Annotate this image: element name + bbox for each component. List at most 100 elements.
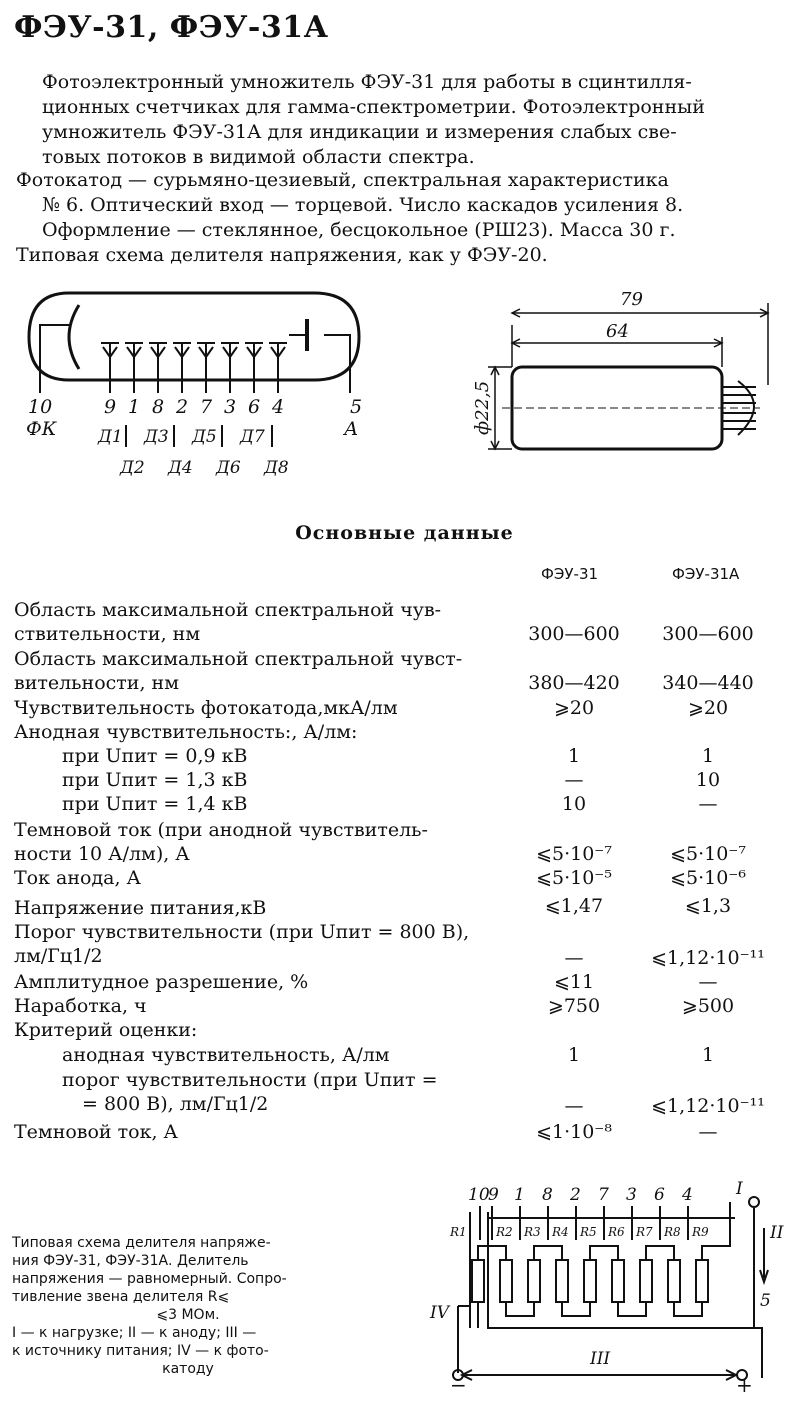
data-row-label: Ток анода, А bbox=[14, 867, 141, 889]
value-feu31a: ⩽1,12·10⁻¹¹ bbox=[651, 1095, 765, 1117]
value-feu31: — bbox=[564, 1095, 584, 1117]
voltage-divider-schematic: 10 9 1 8 2 7 3 6 4 I II 5 III IV − + R1 … bbox=[429, 1179, 784, 1393]
value-feu31a: 1 bbox=[701, 745, 715, 767]
pin-label: 9 bbox=[104, 396, 116, 418]
data-row-label: Область максимальной спектральной чув-ст… bbox=[14, 599, 442, 645]
dynode-label: Д4 bbox=[167, 458, 193, 478]
value-feu31: ⩽1·10⁻⁸ bbox=[536, 1121, 612, 1143]
column-header: ФЭУ-31 bbox=[541, 565, 599, 583]
dynode-label: Д8 bbox=[263, 458, 289, 478]
divider-pin-label: 8 bbox=[542, 1185, 553, 1205]
overall-length-label: 79 bbox=[620, 289, 643, 310]
photocathode-label: ФК bbox=[26, 418, 58, 440]
divider-pin-label: 2 bbox=[569, 1185, 581, 1205]
section-title: Основные данные bbox=[295, 522, 514, 544]
data-row-label: при Uпит = 1,4 кВ bbox=[62, 793, 248, 815]
plus-terminal: + bbox=[736, 1373, 753, 1393]
value-feu31a: ⩽1,12·10⁻¹¹ bbox=[651, 947, 765, 969]
data-row-label: Чувствительность фотокатода,мкА/лм bbox=[14, 697, 398, 719]
intro-paragraph: Фотоэлектронный умножитель ФЭУ-31 для ра… bbox=[16, 70, 791, 170]
value-feu31: ⩾750 bbox=[547, 995, 601, 1017]
value-feu31a: ⩽1,3 bbox=[684, 895, 732, 917]
value-feu31a: — bbox=[698, 1121, 718, 1143]
data-row-label: при Uпит = 0,9 кВ bbox=[62, 745, 248, 767]
schematic-caption: Типовая схема делителя напряже- ния ФЭУ-… bbox=[12, 1235, 287, 1377]
column-header: ФЭУ-31А bbox=[672, 565, 740, 583]
value-feu31a: ⩽5·10⁻⁷ bbox=[670, 843, 746, 865]
value-feu31: 1 bbox=[567, 1044, 581, 1066]
intro-line: умножитель ФЭУ-31А для индикации и измер… bbox=[42, 121, 677, 143]
specs-line: Типовая схема делителя напряжения, как у… bbox=[16, 244, 548, 266]
pin-label: 8 bbox=[152, 396, 164, 418]
value-feu31: 1 bbox=[567, 745, 581, 767]
value-feu31a: 300—600 bbox=[662, 623, 754, 645]
pin-label: 1 bbox=[128, 396, 140, 418]
value-feu31a: 340—440 bbox=[662, 672, 754, 694]
dynode-label: Д3 bbox=[143, 427, 169, 447]
divider-pin-label: 7 bbox=[598, 1185, 609, 1205]
data-row-label: Критерий оценки: bbox=[14, 1019, 198, 1041]
data-row-label: Темновой ток, А bbox=[14, 1121, 178, 1143]
pin-label: 5 bbox=[350, 396, 362, 418]
value-feu31: 300—600 bbox=[528, 623, 620, 645]
intro-line: ционных счетчиках для гамма-спектрометри… bbox=[42, 96, 705, 118]
value-feu31a: 10 bbox=[695, 769, 721, 791]
resistor-label: R9 bbox=[691, 1225, 709, 1239]
resistor-label: R5 bbox=[579, 1225, 597, 1239]
specs-line: Фотокатод — сурьмяно-цезиевый, спектраль… bbox=[16, 169, 669, 191]
divider-pin-label: 4 bbox=[681, 1185, 693, 1205]
value-feu31a: — bbox=[698, 793, 718, 815]
data-row-label: Порог чувствительности (при Uпит = 800 В… bbox=[14, 921, 470, 967]
pin-label: 6 bbox=[248, 396, 260, 418]
dynode-label: Д1 bbox=[97, 427, 123, 447]
divider-pin-label: 9 bbox=[488, 1185, 499, 1205]
dynode-label: Д6 bbox=[215, 458, 241, 478]
label-IV: IV bbox=[429, 1303, 451, 1323]
label-II: II bbox=[769, 1223, 784, 1243]
value-feu31: ⩽11 bbox=[553, 971, 595, 993]
value-feu31: ⩽1,47 bbox=[544, 895, 604, 917]
specs-line: Оформление — стеклянное, бесцокольное (Р… bbox=[42, 219, 676, 241]
value-feu31a: ⩾500 bbox=[681, 995, 735, 1017]
resistor-label: R8 bbox=[663, 1225, 681, 1239]
dynode-label: Д2 bbox=[119, 458, 145, 478]
value-feu31: ⩽5·10⁻⁷ bbox=[536, 843, 612, 865]
data-row-label: Амплитудное разрешение, % bbox=[14, 971, 309, 993]
value-feu31: — bbox=[564, 947, 584, 969]
value-feu31: ⩾20 bbox=[553, 697, 595, 719]
divider-pin-label: 6 bbox=[654, 1185, 665, 1205]
label-I: I bbox=[735, 1179, 743, 1199]
tube-outline-drawing: 79 64 ф22,5 bbox=[472, 289, 770, 451]
resistor-label: R1 bbox=[449, 1225, 467, 1239]
value-feu31: — bbox=[564, 769, 584, 791]
value-feu31a: ⩾20 bbox=[687, 697, 729, 719]
data-row-label: Область максимальной спектральной чувст-… bbox=[14, 648, 463, 694]
resistor-label: R6 bbox=[607, 1225, 625, 1239]
pin-label: 10 bbox=[28, 396, 52, 418]
data-row-label: порог чувствительности (при Uпит == 800 … bbox=[62, 1069, 438, 1115]
minus-terminal: − bbox=[450, 1373, 467, 1393]
label-III: III bbox=[589, 1349, 610, 1369]
resistor-label: R7 bbox=[635, 1225, 653, 1239]
pin-label: 4 bbox=[271, 396, 284, 418]
pin-label: 7 bbox=[200, 396, 213, 418]
value-feu31a: ⩽5·10⁻⁶ bbox=[670, 867, 746, 889]
tube-pinout-diagram: 10 9 1 8 2 7 3 6 4 5 ФК А Д1 Д3 Д5 Д7 Д2… bbox=[26, 291, 362, 478]
page-title: ФЭУ-31, ФЭУ-31А bbox=[14, 10, 329, 45]
anode-label: А bbox=[342, 418, 358, 440]
divider-pin-label: 1 bbox=[514, 1185, 525, 1205]
resistor-label: R3 bbox=[523, 1225, 541, 1239]
value-feu31: 380—420 bbox=[528, 672, 620, 694]
value-feu31a: — bbox=[698, 971, 718, 993]
value-feu31: 10 bbox=[561, 793, 587, 815]
dynode-label: Д5 bbox=[191, 427, 217, 447]
pin5-label: 5 bbox=[760, 1291, 771, 1311]
pin-label: 2 bbox=[175, 396, 188, 418]
data-row-label: Темновой ток (при анодной чувствитель-но… bbox=[14, 819, 428, 865]
specs-line: № 6. Оптический вход — торцевой. Число к… bbox=[42, 194, 684, 216]
pin-label: 3 bbox=[224, 396, 236, 418]
diameter-label: ф22,5 bbox=[472, 381, 493, 435]
resistor-label: R2 bbox=[495, 1225, 513, 1239]
value-feu31: ⩽5·10⁻⁵ bbox=[536, 867, 612, 889]
value-feu31a: 1 bbox=[701, 1044, 715, 1066]
